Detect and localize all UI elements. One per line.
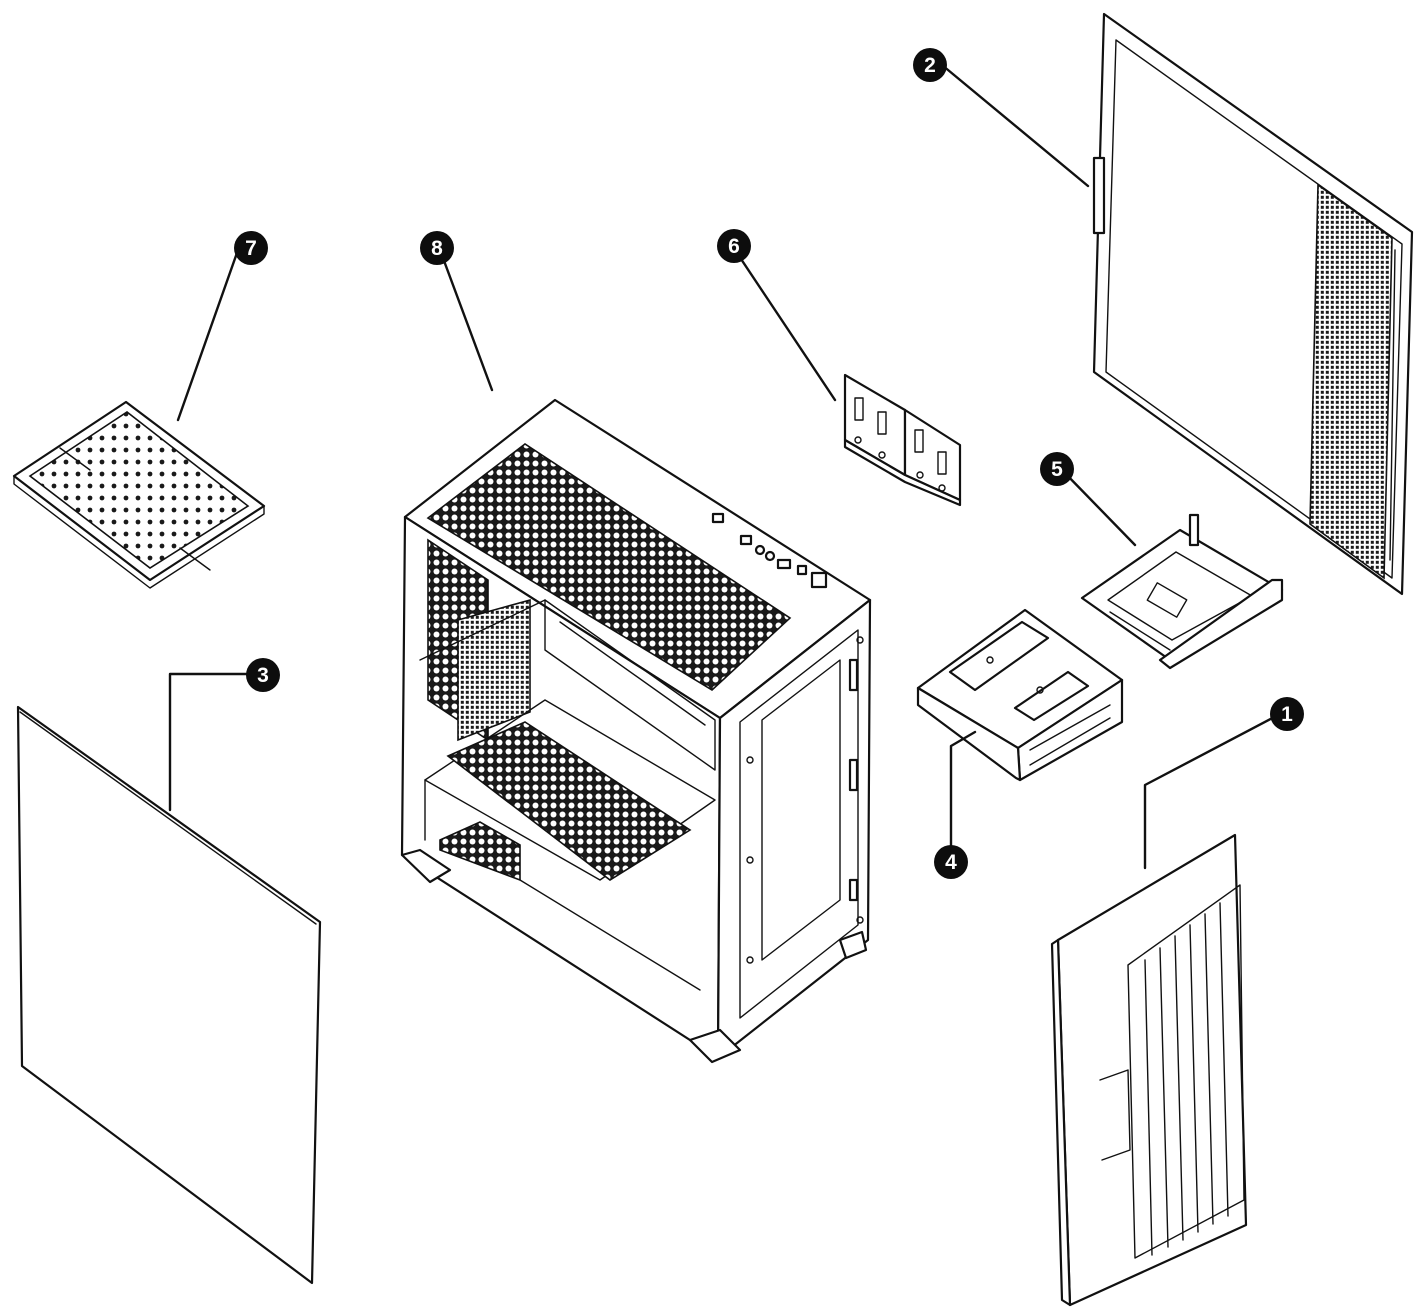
chassis (400, 398, 872, 1064)
callout-4: 4 (934, 845, 968, 879)
ssd-mount-plate (843, 373, 962, 507)
callout-3: 3 (246, 658, 280, 692)
leader-4 (949, 730, 977, 860)
svg-text:8: 8 (431, 237, 443, 260)
drive-tray (1080, 513, 1284, 670)
svg-text:4: 4 (945, 851, 957, 874)
callout-1: 1 (1270, 697, 1304, 731)
leader-2 (940, 63, 1090, 188)
leader-5 (1060, 468, 1137, 547)
callout-5: 5 (1040, 452, 1074, 486)
leader-lines (168, 63, 1284, 870)
callout-7: 7 (234, 231, 268, 265)
callout-2: 2 (913, 48, 947, 82)
leader-8 (438, 248, 494, 392)
svg-text:6: 6 (728, 235, 740, 258)
callout-8: 8 (420, 231, 454, 265)
svg-text:1: 1 (1281, 703, 1293, 726)
dust-filter (12, 400, 266, 589)
leader-3 (168, 672, 252, 812)
side-mesh-panel (1092, 12, 1414, 596)
svg-text:5: 5 (1051, 458, 1063, 481)
svg-text:2: 2 (924, 54, 936, 77)
svg-text:7: 7 (245, 237, 257, 260)
leader-7 (176, 248, 240, 422)
front-panel (1050, 833, 1248, 1307)
leader-6 (733, 248, 837, 402)
leader-1 (1143, 711, 1284, 870)
callout-6: 6 (717, 229, 751, 263)
side-glass-panel (16, 705, 322, 1285)
svg-text:3: 3 (257, 664, 269, 687)
ssd-bracket (916, 608, 1124, 782)
